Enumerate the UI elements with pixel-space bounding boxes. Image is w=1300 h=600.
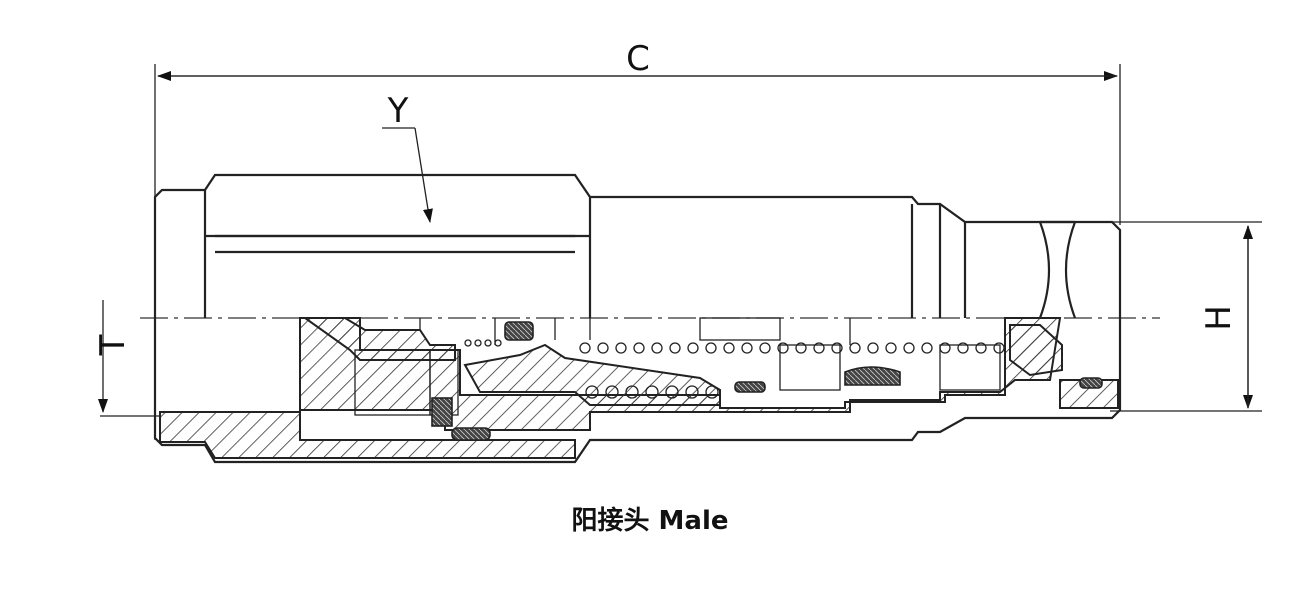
dimension-h: H [1110, 221, 1262, 412]
spring-lower [585, 385, 719, 399]
dimension-t-label: T [93, 334, 133, 356]
spring-upper [464, 339, 1005, 354]
dimension-y: Y [382, 91, 433, 223]
coupling-body-outline [153, 173, 1122, 319]
diagram-caption: 阳接头 Male [571, 506, 729, 536]
coupling-section-view [153, 317, 1122, 464]
dimension-y-label: Y [387, 91, 409, 131]
dimension-c: C [154, 39, 1121, 440]
dimension-c-label: C [626, 39, 650, 79]
dimension-h-label: H [1199, 305, 1239, 331]
dimension-t: T [93, 300, 160, 417]
